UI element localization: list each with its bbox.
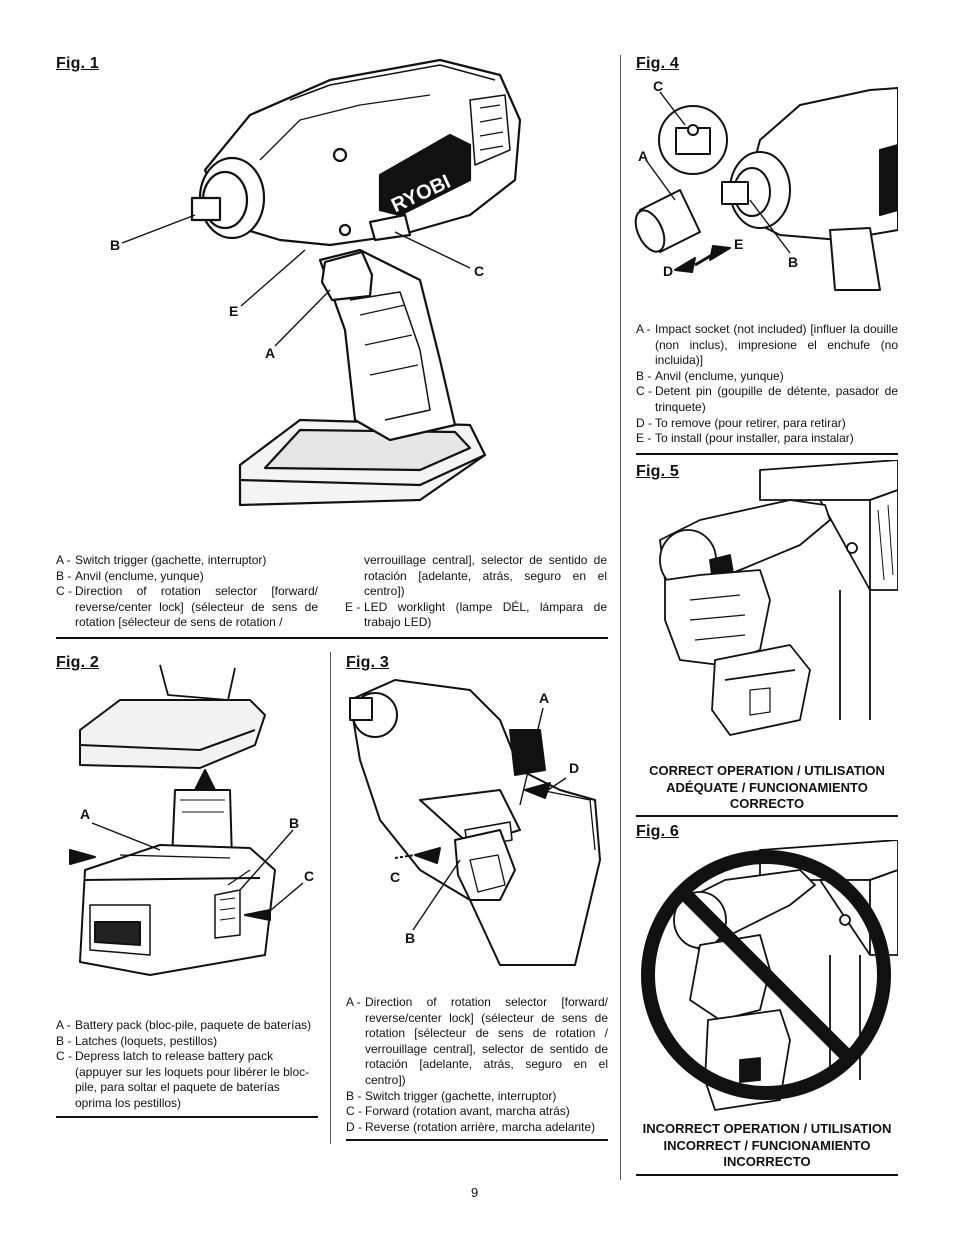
legend-item: D -Reverse (rotation arrière, marcha ade… [346, 1119, 596, 1134]
fig4-legend: A -Impact socket (not included) [influer… [636, 322, 898, 447]
legend-item: C -Depress latch to release battery pack… [56, 1049, 310, 1110]
fig4-socket-illustration [634, 87, 898, 291]
fig1-title: Fig. 1 [56, 55, 99, 72]
fig1-callout-b: B [110, 237, 121, 253]
legend-item: E -LED worklight (lampe DÉL, lámpara de … [345, 599, 607, 630]
legend-item: B -Latches (loquets, pestillos) [56, 1033, 218, 1048]
fig6-bottom-rule [636, 1174, 898, 1176]
fig3-callout-b: B [405, 930, 416, 946]
legend-item: verrouillage central], selector de senti… [364, 553, 607, 599]
legend-item: B -Switch trigger (gachette, interruptor… [346, 1088, 557, 1103]
fig3-selector-illustration [349, 679, 601, 966]
fig1-legend-left: A -Switch trigger (gachette, interruptor… [56, 553, 318, 631]
page-number: 9 [471, 1185, 479, 1200]
fig3-legend: A -Direction of rotation selector [forwa… [346, 995, 608, 1135]
fig6-title: Fig. 6 [636, 823, 679, 840]
fig4-callout-b: B [788, 254, 799, 270]
legend-item: C -Detent pin (goupille de détente, pasa… [636, 384, 898, 414]
fig2-title: Fig. 2 [56, 654, 99, 671]
legend-item: A -Impact socket (not included) [influer… [636, 322, 898, 368]
fig4-bottom-rule [636, 453, 898, 455]
fig4-title: Fig. 4 [636, 55, 679, 72]
fig3-bottom-rule [346, 1139, 608, 1141]
fig3-callout-c: C [390, 869, 401, 885]
legend-item: A -Direction of rotation selector [forwa… [346, 995, 608, 1087]
fig1-callout-c: C [474, 263, 485, 279]
fig1-legend-right: verrouillage central], selector de senti… [345, 553, 607, 631]
legend-item: C -Forward (rotation avant, marcha atrás… [346, 1104, 570, 1119]
fig6-incorrect-operation-illustration [641, 840, 898, 1111]
fig3-callout-a: A [539, 690, 550, 706]
fig1-callout-a: A [265, 345, 276, 361]
legend-item: B -Anvil (enclume, yunque) [636, 368, 784, 383]
legend-item: A -Battery pack (bloc-pile, paquete de b… [56, 1018, 312, 1032]
fig1-callout-e: E [229, 303, 239, 319]
fig5-title: Fig. 5 [636, 463, 679, 480]
fig4-callout-d: D [663, 263, 674, 279]
fig2-bottom-rule [56, 1116, 318, 1118]
fig4-callout-e: E [734, 236, 744, 252]
legend-item: E -To install (pour installer, para inst… [636, 431, 854, 446]
fig2-callout-c: C [304, 868, 315, 884]
fig1-impact-driver-illustration: RYOBI [121, 58, 522, 507]
fig2-fig3-divider [330, 652, 331, 1144]
fig3-callout-d: D [569, 760, 580, 776]
fig6-caption: INCORRECT OPERATION / UTILISATION INCORR… [642, 1121, 892, 1169]
legend-item: D -To remove (pour retirer, para retirar… [636, 415, 846, 430]
fig5-bottom-rule [636, 815, 898, 817]
fig3-title: Fig. 3 [346, 654, 389, 671]
fig4-callout-c: C [653, 78, 664, 94]
legend-item: C -Direction of rotation selector [forwa… [56, 584, 318, 630]
fig5-caption: CORRECT OPERATION / UTILISATION ADÉQUATE… [649, 763, 885, 811]
fig1-bottom-rule [56, 637, 608, 639]
legend-item: B -Anvil (enclume, yunque) [56, 568, 204, 583]
fig2-callout-a: A [80, 806, 91, 822]
fig2-battery-illustration [69, 664, 304, 976]
fig2-legend: A -Battery pack (bloc-pile, paquete de b… [56, 1018, 318, 1112]
fig2-callout-b: B [289, 815, 300, 831]
fig5-correct-operation-illustration [659, 460, 898, 736]
column-divider [620, 55, 621, 1180]
legend-item: A -Switch trigger (gachette, interruptor… [56, 553, 267, 567]
fig4-callout-a: A [638, 148, 649, 164]
